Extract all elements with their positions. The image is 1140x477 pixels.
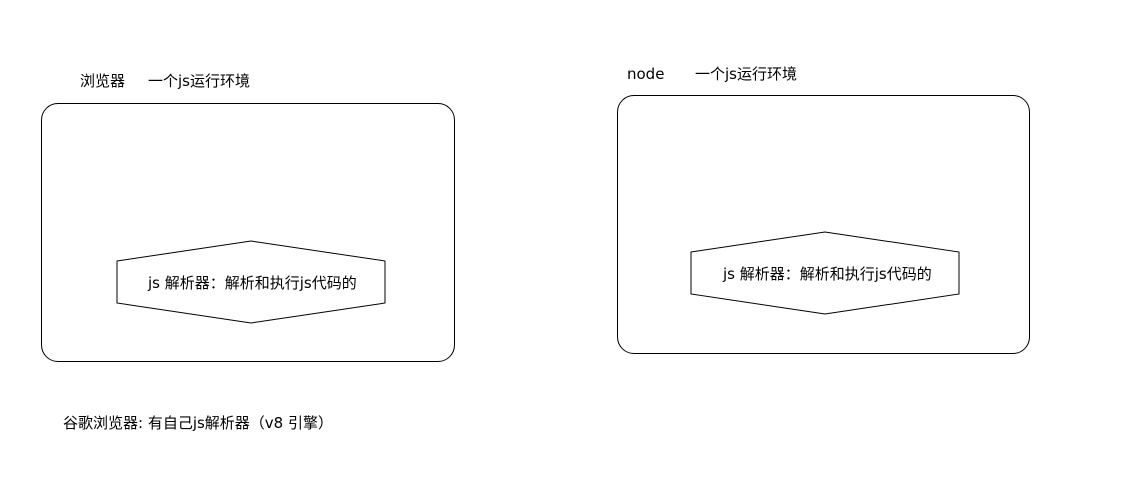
node-environment-box — [617, 95, 1030, 354]
browser-environment-box — [41, 103, 455, 362]
footnote-text: 谷歌浏览器: 有自己js解析器（v8 引擎） — [63, 414, 333, 432]
browser-label: 浏览器 — [80, 72, 126, 90]
browser-description: 一个js运行环境 — [148, 72, 250, 90]
node-js-engine-label: js 解析器：解析和执行js代码的 — [723, 265, 932, 283]
node-description: 一个js运行环境 — [695, 65, 797, 83]
node-label: node — [627, 65, 665, 83]
browser-js-engine-label: js 解析器：解析和执行js代码的 — [148, 274, 357, 292]
